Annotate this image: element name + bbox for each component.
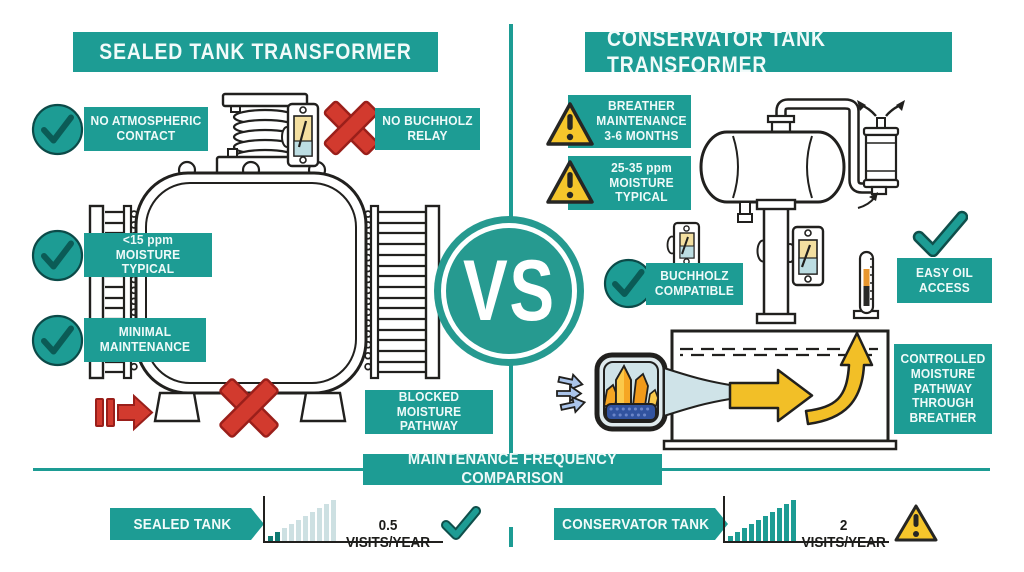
conservator-chart-axis xyxy=(723,496,725,543)
vs-badge: VS xyxy=(434,216,584,366)
tank-leg xyxy=(299,391,347,423)
oil-pipe xyxy=(755,198,797,325)
buchholz-relay-icon xyxy=(666,221,701,269)
conservator-tank-value: 2 VISITS/YEAR xyxy=(801,517,886,551)
check-icon xyxy=(912,210,968,257)
air-in-arrows-icon xyxy=(556,372,587,414)
callout-minimal-maintenance: MINIMAL MAINTENANCE xyxy=(84,318,206,362)
conservator-tank-diagram xyxy=(556,98,905,451)
tank-leg xyxy=(153,391,201,423)
callout-no-buchholz-relay: NO BUCHHOLZ RELAY xyxy=(375,108,480,150)
cross-icon xyxy=(219,378,279,438)
sealed-chart-baseline xyxy=(263,541,443,543)
sealed-chart-axis xyxy=(263,496,265,543)
warning-icon xyxy=(546,160,594,204)
check-circle-icon xyxy=(31,314,84,367)
callout-buchholz-compatible: BUCHHOLZ COMPATIBLE xyxy=(646,263,743,305)
callout-no-atmospheric-contact: NO ATMOSPHERIC CONTACT xyxy=(84,107,208,151)
warning-icon xyxy=(546,102,594,146)
moisture-flow-arrow-icon xyxy=(728,331,874,426)
comparison-title: MAINTENANCE FREQUENCY COMPARISON xyxy=(363,451,662,487)
air-pipe xyxy=(775,98,874,194)
right-panel-title: CONSERVATOR TANK TRANSFORMER xyxy=(585,26,952,77)
blocked-arrow-icon xyxy=(95,393,154,432)
callout-controlled-moisture-pathway: CONTROLLED MOISTURE PATHWAY THROUGH BREA… xyxy=(894,344,992,434)
sealed-tank-value: 0.5 VISITS/YEAR xyxy=(345,517,431,551)
check-circle-icon xyxy=(31,103,84,156)
warning-icon xyxy=(894,504,938,542)
check-icon xyxy=(441,506,481,540)
cross-icon xyxy=(323,100,379,156)
conservator-tank-bar-chart xyxy=(728,497,796,541)
silica-breather-box-icon xyxy=(594,352,668,432)
sealed-tank-label: SEALED TANK xyxy=(110,508,264,540)
left-panel-title: SEALED TANK TRANSFORMER xyxy=(73,32,438,72)
callout-moisture-typical-left: <15 ppm MOISTURE TYPICAL xyxy=(84,232,212,277)
sealed-tank-bar-chart xyxy=(268,497,336,541)
conservator-tank-label: CONSERVATOR TANK xyxy=(554,508,728,540)
breather-icon xyxy=(857,100,905,209)
bottom-mini-divider xyxy=(509,527,513,547)
conservator-vessel xyxy=(699,130,846,223)
conservator-chart-baseline xyxy=(723,541,889,543)
oil-level-gauge-icon xyxy=(852,250,880,320)
callout-blocked-moisture-pathway: BLOCKED MOISTURE PATHWAY xyxy=(365,389,493,434)
callout-easy-oil-access: EASY OIL ACCESS xyxy=(897,258,992,303)
check-circle-icon xyxy=(603,258,654,309)
check-circle-icon xyxy=(31,229,84,282)
pressure-gauge-icon xyxy=(281,102,320,168)
radiator-right-icon xyxy=(364,204,441,380)
buchholz-relay-icon xyxy=(791,225,825,287)
